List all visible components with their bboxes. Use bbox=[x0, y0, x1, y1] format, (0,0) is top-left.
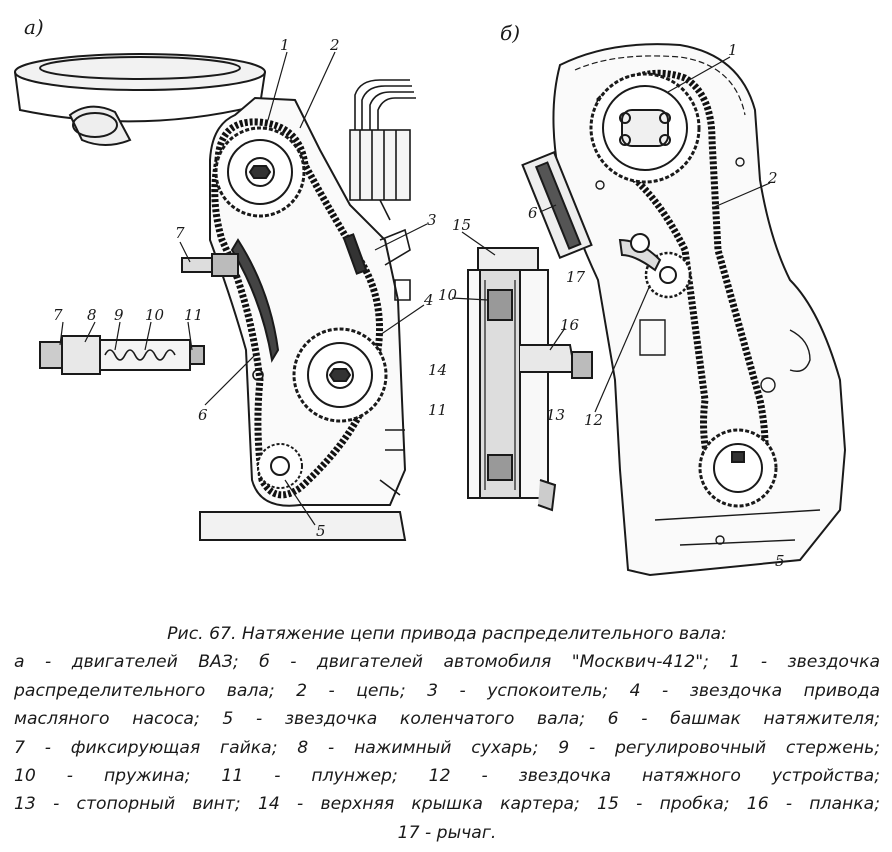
caption-line: 7 - фиксирующая гайка; 8 - нажимный суха… bbox=[14, 737, 880, 758]
chain-damper bbox=[342, 233, 368, 275]
caption-title: Рис. 67. Натяжение цепи привода распреде… bbox=[167, 624, 727, 644]
label-a-9: 9 bbox=[114, 306, 124, 324]
figure-caption: Рис. 67. Натяжение цепи привода распреде… bbox=[14, 620, 880, 847]
panel-label-b: б) bbox=[500, 21, 520, 45]
caption-last-line: 17 - рычаг. bbox=[397, 822, 497, 843]
leader-lines-mid bbox=[451, 231, 566, 351]
tensioner-shoe-a bbox=[230, 238, 280, 363]
timing-chain-a bbox=[211, 118, 384, 499]
label-mid-10: 10 bbox=[438, 286, 458, 304]
label-a-7: 7 bbox=[53, 306, 63, 324]
label-a-7-upper: 7 bbox=[175, 224, 185, 242]
label-mid-11: 11 bbox=[428, 401, 447, 419]
label-b-6: 6 bbox=[528, 204, 538, 222]
leader-lines-b bbox=[539, 56, 771, 413]
label-a-11: 11 bbox=[184, 306, 203, 324]
label-mid-15: 15 bbox=[452, 216, 471, 234]
label-a-10: 10 bbox=[145, 306, 165, 324]
fixing-nut-assembly bbox=[181, 253, 239, 277]
caption-line: 13 - стопорный винт; 14 - верхняя крышка… bbox=[14, 794, 880, 815]
tensioner-section-drawing bbox=[451, 231, 593, 512]
label-a-3: 3 bbox=[427, 211, 437, 229]
oil-pump-sprocket bbox=[292, 327, 388, 423]
caption-line: 10 - пружина; 11 - плунжер; 12 - звездоч… bbox=[14, 766, 880, 787]
label-a-1: 1 bbox=[280, 36, 290, 54]
label-mid-13: 13 bbox=[546, 406, 565, 424]
label-a-4: 4 bbox=[423, 291, 434, 309]
camshaft-sprocket-b bbox=[589, 72, 701, 184]
label-a-8: 8 bbox=[87, 306, 97, 324]
tensioner-exploded-view bbox=[39, 335, 205, 375]
label-a-6: 6 bbox=[198, 406, 208, 424]
label-mid-14: 14 bbox=[428, 361, 447, 379]
engine-side-details-a bbox=[252, 228, 411, 496]
label-a-2: 2 bbox=[329, 36, 340, 54]
leader-lines-a bbox=[59, 51, 428, 526]
label-b-5: 5 bbox=[775, 552, 785, 570]
crankshaft-sprocket-a bbox=[257, 443, 303, 489]
label-b-1: 1 bbox=[728, 41, 738, 59]
label-b-17: 17 bbox=[566, 268, 586, 286]
camshaft-sprocket-a bbox=[214, 126, 306, 218]
caption-line: масляного насоса; 5 - звездочка коленчат… bbox=[14, 709, 880, 730]
cover-details-b bbox=[595, 157, 821, 546]
caption-line: распределительного вала; 2 - цепь; 3 - у… bbox=[14, 680, 880, 701]
label-a-5: 5 bbox=[316, 522, 326, 540]
caption-line: а - двигателей ВАЗ; б - двигателей автом… bbox=[14, 652, 880, 673]
panel-b-drawing bbox=[521, 43, 847, 577]
label-b-12: 12 bbox=[584, 411, 603, 429]
distributor-wires bbox=[349, 79, 416, 221]
panel-label-a: а) bbox=[24, 15, 44, 39]
technical-drawing: а) б) 1 2 3 4 5 6 7 7 8 9 10 11 15 10 14… bbox=[14, 15, 847, 577]
label-mid-16: 16 bbox=[560, 316, 580, 334]
label-b-2: 2 bbox=[767, 169, 778, 187]
crankshaft-sprocket-b bbox=[698, 428, 778, 508]
panel-a-drawing bbox=[14, 51, 428, 541]
